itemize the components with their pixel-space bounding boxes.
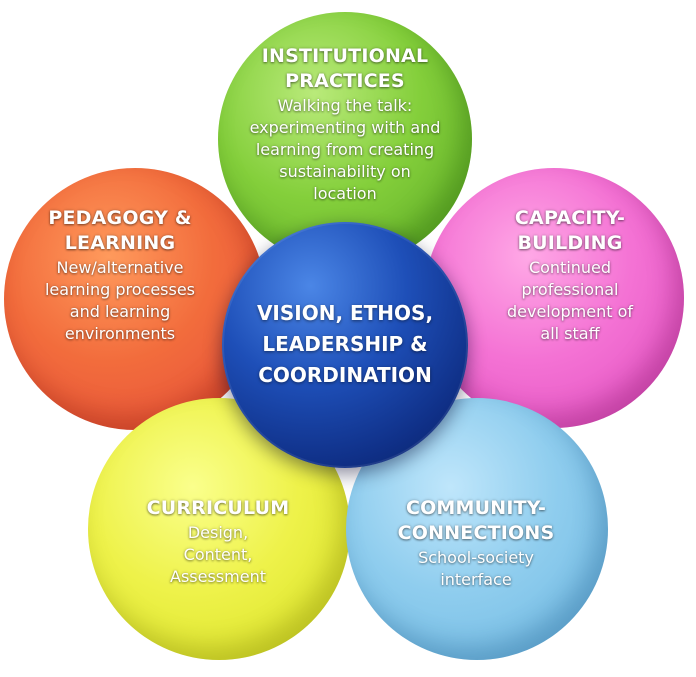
vision-center-label: VISION, ETHOS, LEADERSHIP & COORDINATION: [256, 301, 434, 387]
capacity-building-description: Continued professional development of al…: [506, 258, 634, 343]
capacity-building-title: CAPACITY- BUILDING: [514, 207, 626, 254]
community-connections-description: School-society interface: [418, 548, 534, 589]
institutional-practices-description: Walking the talk: experimenting with and…: [249, 96, 441, 203]
curriculum-label: CURRICULUM Design, Content, Assessment: [118, 496, 318, 588]
pedagogy-learning-circle: [4, 168, 266, 430]
capacity-building-circle: [424, 168, 684, 428]
pedagogy-learning-description: New/alternative learning processes and l…: [44, 258, 196, 343]
curriculum-description: Design, Content, Assessment: [170, 523, 266, 586]
capacity-building-label: CAPACITY- BUILDING Continued professiona…: [472, 206, 668, 345]
curriculum-title: CURRICULUM: [146, 497, 290, 519]
pedagogy-learning-title: PEDAGOGY & LEARNING: [48, 207, 192, 254]
pedagogy-learning-label: PEDAGOGY & LEARNING New/alternative lear…: [20, 206, 220, 345]
institutional-practices-title: INSTITUTIONAL PRACTICES: [261, 45, 429, 92]
vision-center-circle: [222, 222, 468, 468]
institutional-practices-label: INSTITUTIONAL PRACTICES Walking the talk…: [228, 44, 462, 205]
community-connections-title: COMMUNITY- CONNECTIONS: [397, 497, 555, 544]
community-connections-label: COMMUNITY- CONNECTIONS School-society in…: [376, 496, 576, 591]
